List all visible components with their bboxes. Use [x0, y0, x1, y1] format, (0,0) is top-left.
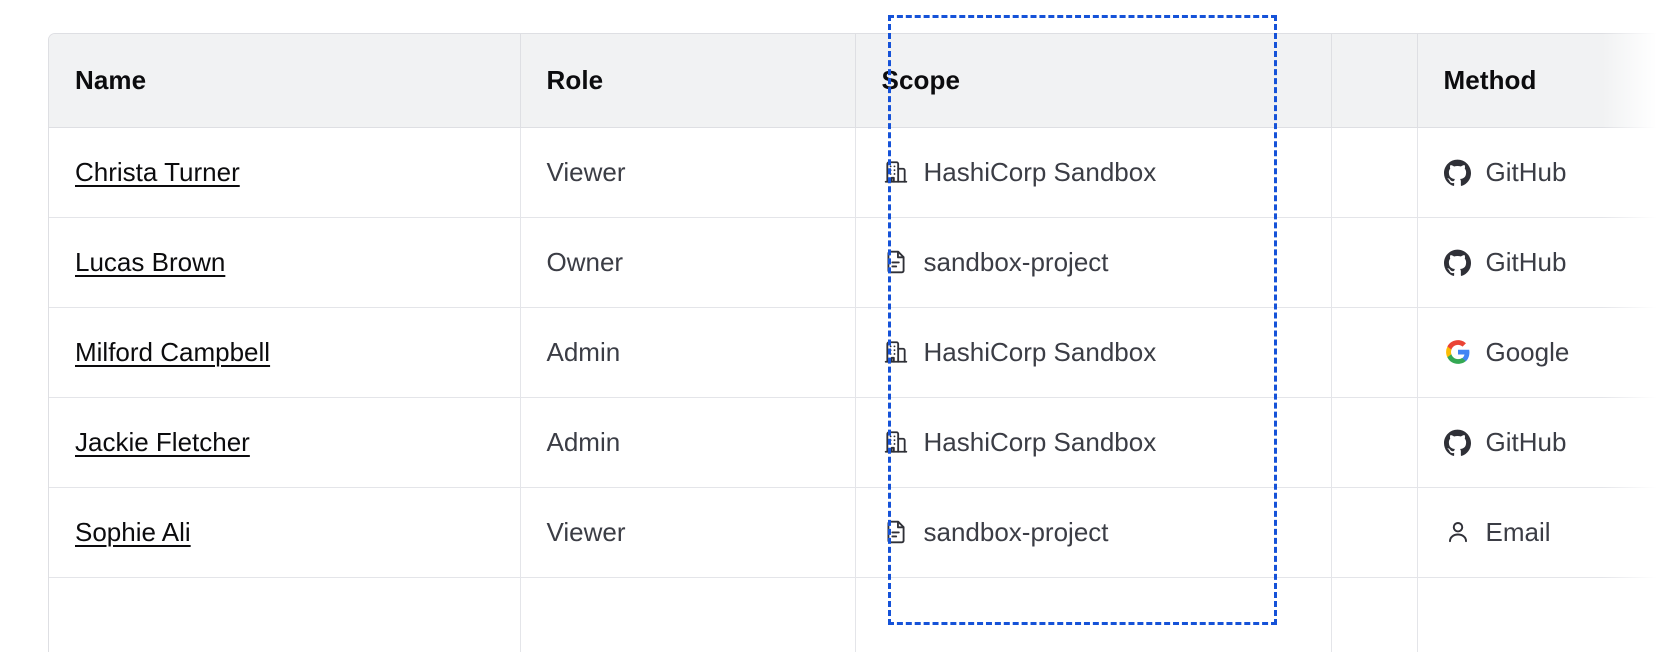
table-row: Jackie Fletcher Admin: [49, 397, 1672, 488]
table-row: Christa Turner Viewer: [49, 127, 1672, 218]
cell-blank: [1331, 127, 1418, 218]
cell-scope: HashiCorp Sandbox: [855, 127, 1332, 218]
cell-scope: sandbox-project: [855, 487, 1332, 578]
cell-name: Jackie Fletcher: [49, 397, 521, 488]
cell-blank: [1331, 577, 1418, 652]
github-icon: [1444, 158, 1472, 186]
cell-role: Admin: [520, 397, 856, 488]
cell-scope: sandbox-project: [855, 217, 1332, 308]
member-name-link[interactable]: Sophie Ali: [75, 516, 191, 547]
members-table: Name Role Scope Method Christa Turner Vi…: [49, 34, 1672, 652]
cell-name: Sophie Ali: [49, 487, 521, 578]
organization-building-icon: [882, 158, 910, 186]
cell-role: [520, 577, 856, 652]
scope-label: HashiCorp Sandbox: [923, 426, 1157, 457]
cell-blank: [1331, 397, 1418, 488]
column-header-blank: [1331, 34, 1418, 128]
cell-method: Google: [1417, 307, 1672, 398]
method-label: GitHub: [1485, 246, 1567, 277]
scope-label: sandbox-project: [923, 246, 1109, 277]
member-name-link[interactable]: Christa Turner: [75, 156, 240, 187]
scope-label: HashiCorp Sandbox: [923, 336, 1157, 367]
column-header-scope[interactable]: Scope: [855, 34, 1332, 128]
cell-role: Owner: [520, 217, 856, 308]
cell-role: Viewer: [520, 127, 856, 218]
cell-role: Viewer: [520, 487, 856, 578]
cell-method: GitHub: [1417, 397, 1672, 488]
table-body: Christa Turner Viewer: [49, 127, 1672, 652]
scope-label: HashiCorp Sandbox: [923, 156, 1157, 187]
cell-blank: [1331, 217, 1418, 308]
method-label: Google: [1485, 336, 1570, 367]
cell-method: [1417, 577, 1672, 652]
organization-building-icon: [882, 428, 910, 456]
cell-role: Admin: [520, 307, 856, 398]
cell-method: GitHub: [1417, 127, 1672, 218]
organization-building-icon: [882, 338, 910, 366]
cell-name: Christa Turner: [49, 127, 521, 218]
cell-scope: HashiCorp Sandbox: [855, 307, 1332, 398]
table-row: Milford Campbell Admin: [49, 307, 1672, 398]
table-row: [49, 577, 1672, 652]
column-header-role[interactable]: Role: [520, 34, 856, 128]
cell-scope: HashiCorp Sandbox: [855, 397, 1332, 488]
cell-name: Milford Campbell: [49, 307, 521, 398]
cell-method: Email: [1417, 487, 1672, 578]
method-label: GitHub: [1485, 426, 1567, 457]
github-icon: [1444, 248, 1472, 276]
google-icon: [1444, 338, 1472, 366]
method-label: Email: [1485, 516, 1551, 547]
cell-name: [49, 577, 521, 652]
member-name-link[interactable]: Jackie Fletcher: [75, 426, 250, 457]
scope-label: sandbox-project: [923, 516, 1109, 547]
members-table-card: Name Role Scope Method Christa Turner Vi…: [48, 33, 1672, 652]
table-header-row: Name Role Scope Method: [49, 34, 1672, 128]
cell-scope: [855, 577, 1332, 652]
member-name-link[interactable]: Milford Campbell: [75, 336, 271, 367]
project-document-icon: [882, 248, 910, 276]
project-document-icon: [882, 518, 910, 546]
table-header: Name Role Scope Method: [49, 34, 1672, 128]
github-icon: [1444, 428, 1472, 456]
cell-method: GitHub: [1417, 217, 1672, 308]
column-header-method[interactable]: Method: [1417, 34, 1672, 128]
method-label: GitHub: [1485, 156, 1567, 187]
member-name-link[interactable]: Lucas Brown: [75, 246, 226, 277]
column-header-name[interactable]: Name: [49, 34, 521, 128]
cell-blank: [1331, 307, 1418, 398]
cell-blank: [1331, 487, 1418, 578]
table-row: Lucas Brown Owner sa: [49, 217, 1672, 308]
user-person-icon: [1444, 518, 1472, 546]
cell-name: Lucas Brown: [49, 217, 521, 308]
table-row: Sophie Ali Viewer sa: [49, 487, 1672, 578]
